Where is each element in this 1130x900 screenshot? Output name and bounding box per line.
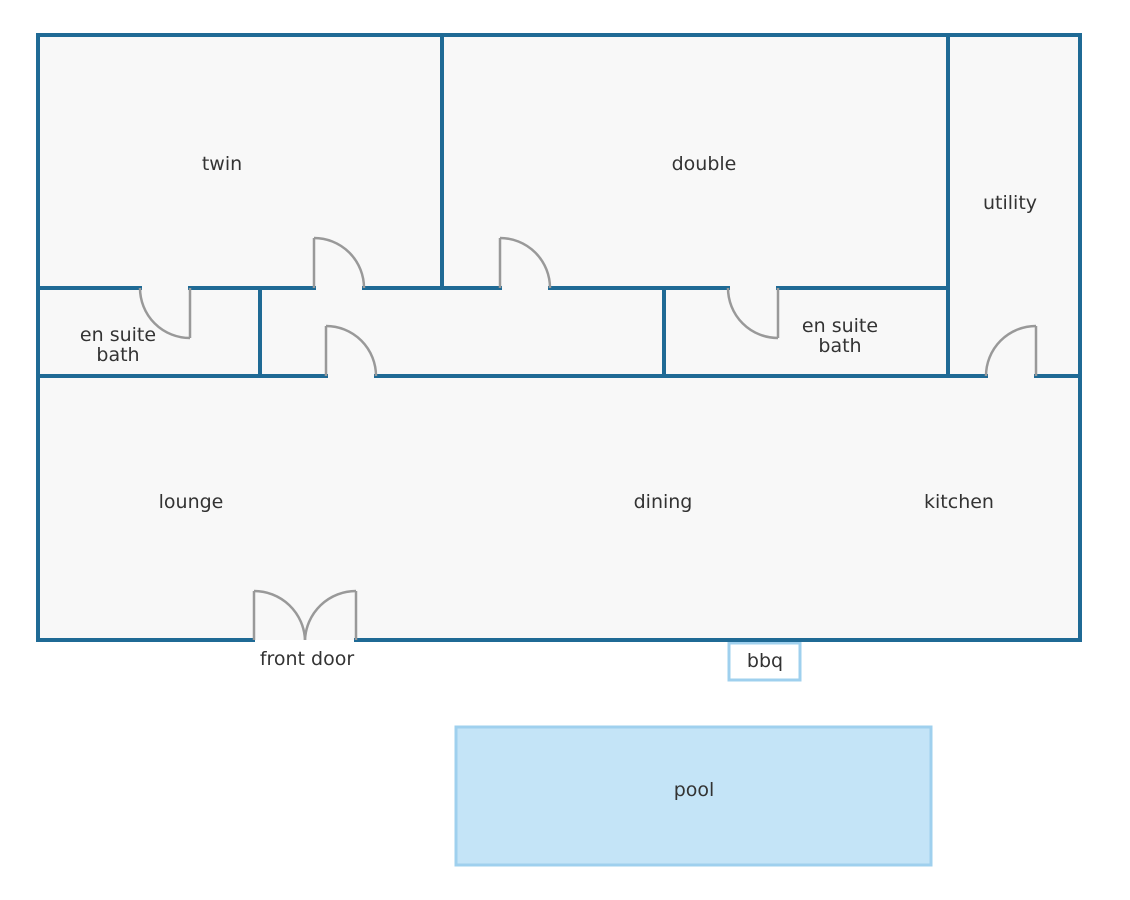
door-utility xyxy=(984,324,1038,377)
door-hall xyxy=(324,324,378,377)
room-label-lounge: lounge xyxy=(159,491,224,513)
label-front-door: front door xyxy=(260,648,355,670)
room-label-double: double xyxy=(672,153,737,175)
room-label-ensuite-left-2: bath xyxy=(96,344,139,366)
room-label-dining: dining xyxy=(634,491,693,513)
house-floor xyxy=(38,35,1080,640)
bbq-box xyxy=(727,641,802,682)
doors xyxy=(138,236,1038,641)
door-front xyxy=(252,589,358,641)
door-twin xyxy=(312,236,366,289)
label-bbq: bbq xyxy=(747,650,783,672)
door-double xyxy=(498,236,552,289)
room-label-ensuite-left-1: en suite xyxy=(80,324,156,346)
room-label-utility: utility xyxy=(983,192,1037,214)
walls xyxy=(36,33,1082,642)
door-ensuite-right xyxy=(726,287,780,340)
door-ensuite-left xyxy=(138,287,192,340)
room-label-kitchen: kitchen xyxy=(924,491,994,513)
room-label-ensuite-right-2: bath xyxy=(818,335,861,357)
room-label-ensuite-right-1: en suite xyxy=(802,315,878,337)
label-pool: pool xyxy=(674,779,715,801)
pool xyxy=(454,725,933,867)
room-label-twin: twin xyxy=(202,153,242,175)
